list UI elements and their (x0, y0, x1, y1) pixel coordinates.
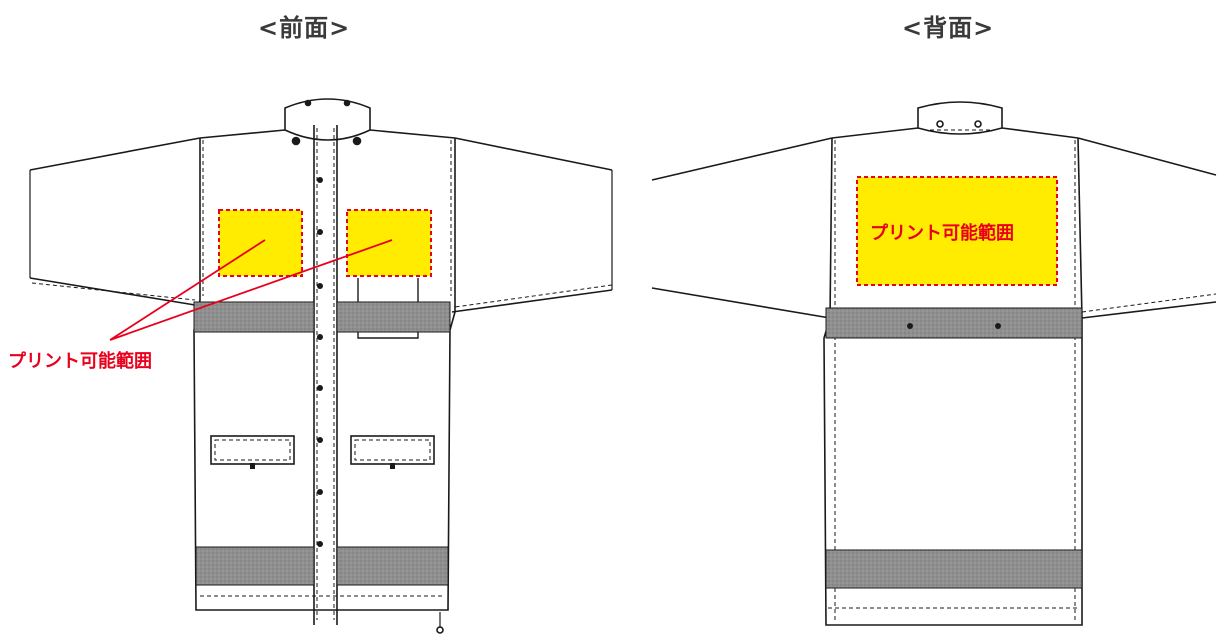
front-lower-reflective-band (195, 546, 315, 586)
back-jacket (651, 101, 1217, 626)
front-lower-pocket-right (350, 435, 435, 465)
front-collar (284, 98, 371, 141)
front-buttons (317, 177, 323, 547)
back-print-area (856, 176, 1058, 286)
back-upper-reflective-band (825, 307, 1083, 339)
back-left-sleeve (651, 137, 833, 319)
front-body-outline (193, 138, 456, 611)
back-collar (917, 101, 1003, 135)
front-upper-reflective-band (193, 301, 315, 333)
back-view-title: <背面> (902, 14, 995, 42)
back-right-sleeve (1077, 137, 1217, 319)
front-leader-lines (109, 239, 393, 341)
front-left-sleeve (29, 137, 201, 306)
back-print-area-label: プリント可能範囲 (870, 223, 1014, 244)
front-view-title: <前面> (258, 14, 351, 42)
front-print-area-label: プリント可能範囲 (8, 351, 152, 372)
front-print-area-right (346, 209, 432, 277)
back-lower-reflective-band (825, 549, 1083, 589)
front-placket (313, 125, 338, 625)
front-right-sleeve (451, 137, 613, 313)
